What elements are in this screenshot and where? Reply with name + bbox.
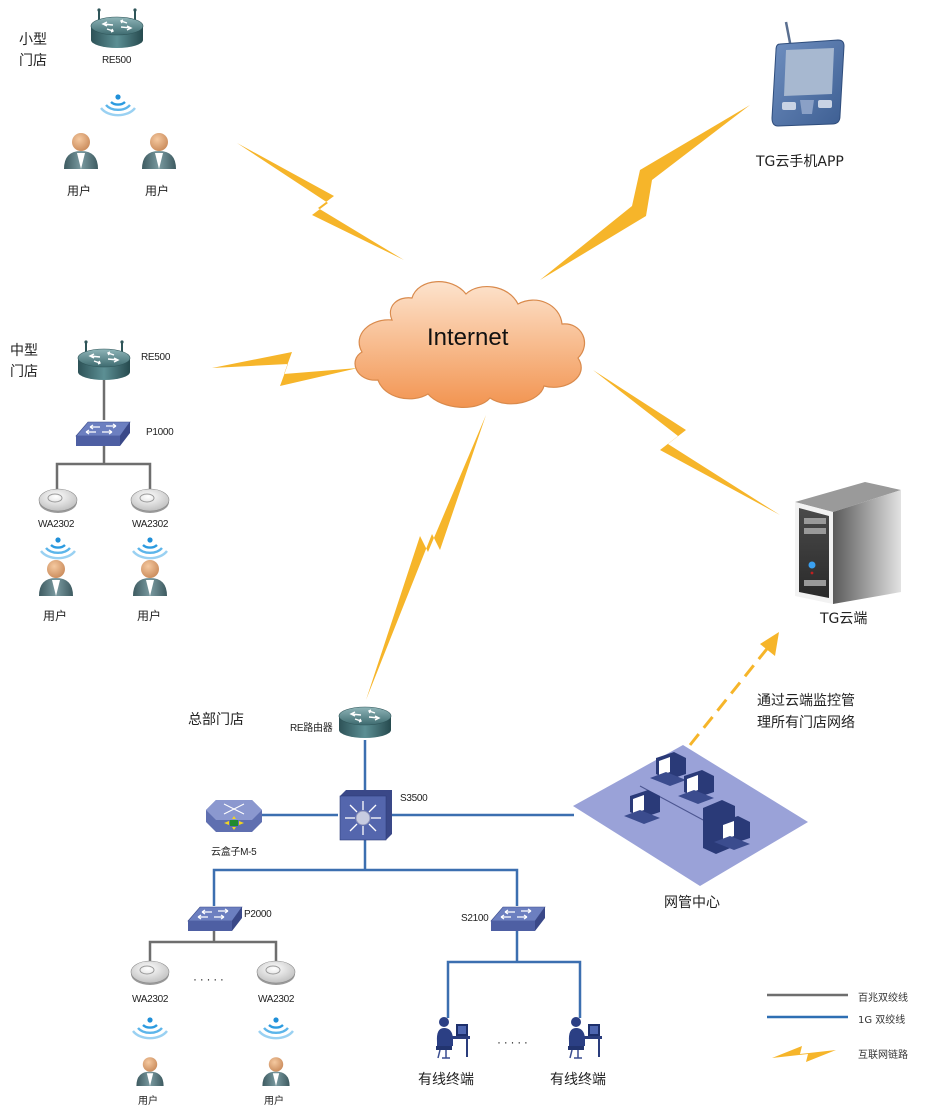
medium-store-user-icon-1 bbox=[39, 560, 73, 596]
server-tower-icon[interactable] bbox=[795, 482, 901, 604]
pda-icon[interactable] bbox=[771, 21, 845, 127]
medium-store-wifi-icon-2 bbox=[131, 536, 169, 560]
internet-link-hq bbox=[366, 415, 486, 700]
hq-ap-1[interactable] bbox=[130, 960, 170, 986]
cloud-box-label: 云盒子M-5 bbox=[211, 847, 257, 858]
legend-label-100m: 百兆双绞线 bbox=[858, 993, 908, 1004]
small-store-user-icon-2 bbox=[142, 133, 176, 169]
hq-terminal-ellipsis: · · · · · bbox=[497, 1035, 528, 1049]
medium-store-title-line1: 中型 bbox=[10, 343, 38, 359]
hq-user-label-1: 用户 bbox=[138, 1096, 158, 1107]
hq-core-switch[interactable] bbox=[339, 790, 392, 841]
small-store-title-line2: 门店 bbox=[19, 53, 47, 69]
internet-link-small-store bbox=[237, 143, 404, 260]
cloud-server-label: TG云端 bbox=[820, 611, 868, 627]
medium-store-user-label-1: 用户 bbox=[43, 609, 68, 623]
medium-store-title: 中型 门店 bbox=[10, 341, 38, 383]
medium-store-switch[interactable] bbox=[75, 421, 131, 447]
legend bbox=[767, 993, 848, 1062]
cloud-box-device[interactable] bbox=[206, 800, 262, 832]
hq-user-label-2: 用户 bbox=[264, 1096, 284, 1107]
small-store-router[interactable] bbox=[90, 7, 144, 49]
medium-store-title-line2: 门店 bbox=[10, 364, 38, 380]
app-label: TG云手机APP bbox=[756, 154, 844, 170]
hq-wifi-icon-2 bbox=[257, 1016, 295, 1040]
hq-core-switch-label: S3500 bbox=[400, 793, 428, 804]
medium-store-ap-2[interactable] bbox=[130, 488, 170, 514]
small-store-user-icon-1 bbox=[64, 133, 98, 169]
medium-store-router[interactable] bbox=[77, 339, 131, 381]
hq-wired-switch[interactable] bbox=[490, 906, 546, 932]
monitor-annotation-line1: 通过云端监控管 bbox=[757, 693, 855, 709]
internet-link-medium-store bbox=[212, 352, 358, 386]
monitor-annotation: 通过云端监控管 理所有门店网络 bbox=[757, 690, 855, 734]
hq-ap-ellipsis: · · · · · bbox=[193, 972, 224, 986]
small-store-user-label-1: 用户 bbox=[67, 184, 92, 198]
hq-user-icon-2 bbox=[262, 1057, 290, 1086]
small-store-user-label-2: 用户 bbox=[145, 184, 170, 198]
internet-cloud bbox=[354, 281, 586, 408]
hq-router-label: RE路由器 bbox=[290, 723, 333, 734]
legend-label-1g: 1G 双绞线 bbox=[858, 1015, 906, 1026]
medium-store-ap-1[interactable] bbox=[38, 488, 78, 514]
legend-bolt-icon bbox=[772, 1046, 836, 1062]
small-store-title: 小型 门店 bbox=[19, 30, 47, 72]
monitor-annotation-line2: 理所有门店网络 bbox=[757, 715, 855, 731]
monitor-arrow bbox=[688, 632, 779, 746]
hq-100m-links bbox=[148, 928, 278, 965]
legend-label-internet: 互联网链路 bbox=[858, 1050, 908, 1061]
hq-ap-2[interactable] bbox=[256, 960, 296, 986]
hq-wireless-switch-label: P2000 bbox=[244, 909, 272, 920]
hq-1g-links bbox=[212, 740, 582, 1018]
hq-router[interactable] bbox=[338, 706, 392, 739]
medium-store-switch-label: P1000 bbox=[146, 427, 174, 438]
wired-terminal-label-1: 有线终端 bbox=[418, 1072, 474, 1088]
internet-link-cloud bbox=[593, 370, 780, 515]
medium-store-user-icon-2 bbox=[133, 560, 167, 596]
small-store-router-label: RE500 bbox=[102, 55, 132, 66]
hq-ap-label-2: WA2302 bbox=[258, 994, 295, 1005]
medium-store-ap-label-1: WA2302 bbox=[38, 519, 75, 530]
hq-ap-label-1: WA2302 bbox=[132, 994, 169, 1005]
hq-wireless-switch[interactable] bbox=[187, 906, 243, 932]
small-store-wifi-icon bbox=[99, 93, 137, 117]
medium-store-wifi-icon-1 bbox=[39, 536, 77, 560]
wired-terminal-label-2: 有线终端 bbox=[550, 1072, 606, 1088]
internet-label: Internet bbox=[427, 324, 509, 351]
medium-store-user-label-2: 用户 bbox=[137, 609, 162, 623]
hq-user-icon-1 bbox=[136, 1057, 164, 1086]
medium-store-ap-label-2: WA2302 bbox=[132, 519, 169, 530]
wired-terminal-icon-1 bbox=[435, 1016, 471, 1059]
medium-store-router-label: RE500 bbox=[141, 352, 171, 363]
nms-center[interactable] bbox=[573, 745, 808, 886]
hq-wired-switch-label: S2100 bbox=[461, 913, 489, 924]
hq-wifi-icon-1 bbox=[131, 1016, 169, 1040]
nms-label: 网管中心 bbox=[664, 895, 720, 911]
internet-link-app bbox=[540, 105, 750, 280]
small-store-title-line1: 小型 bbox=[19, 32, 47, 48]
hq-store-title: 总部门店 bbox=[188, 712, 244, 728]
wired-terminal-icon-2 bbox=[567, 1016, 603, 1059]
medium-link-switch-aps bbox=[55, 462, 152, 490]
